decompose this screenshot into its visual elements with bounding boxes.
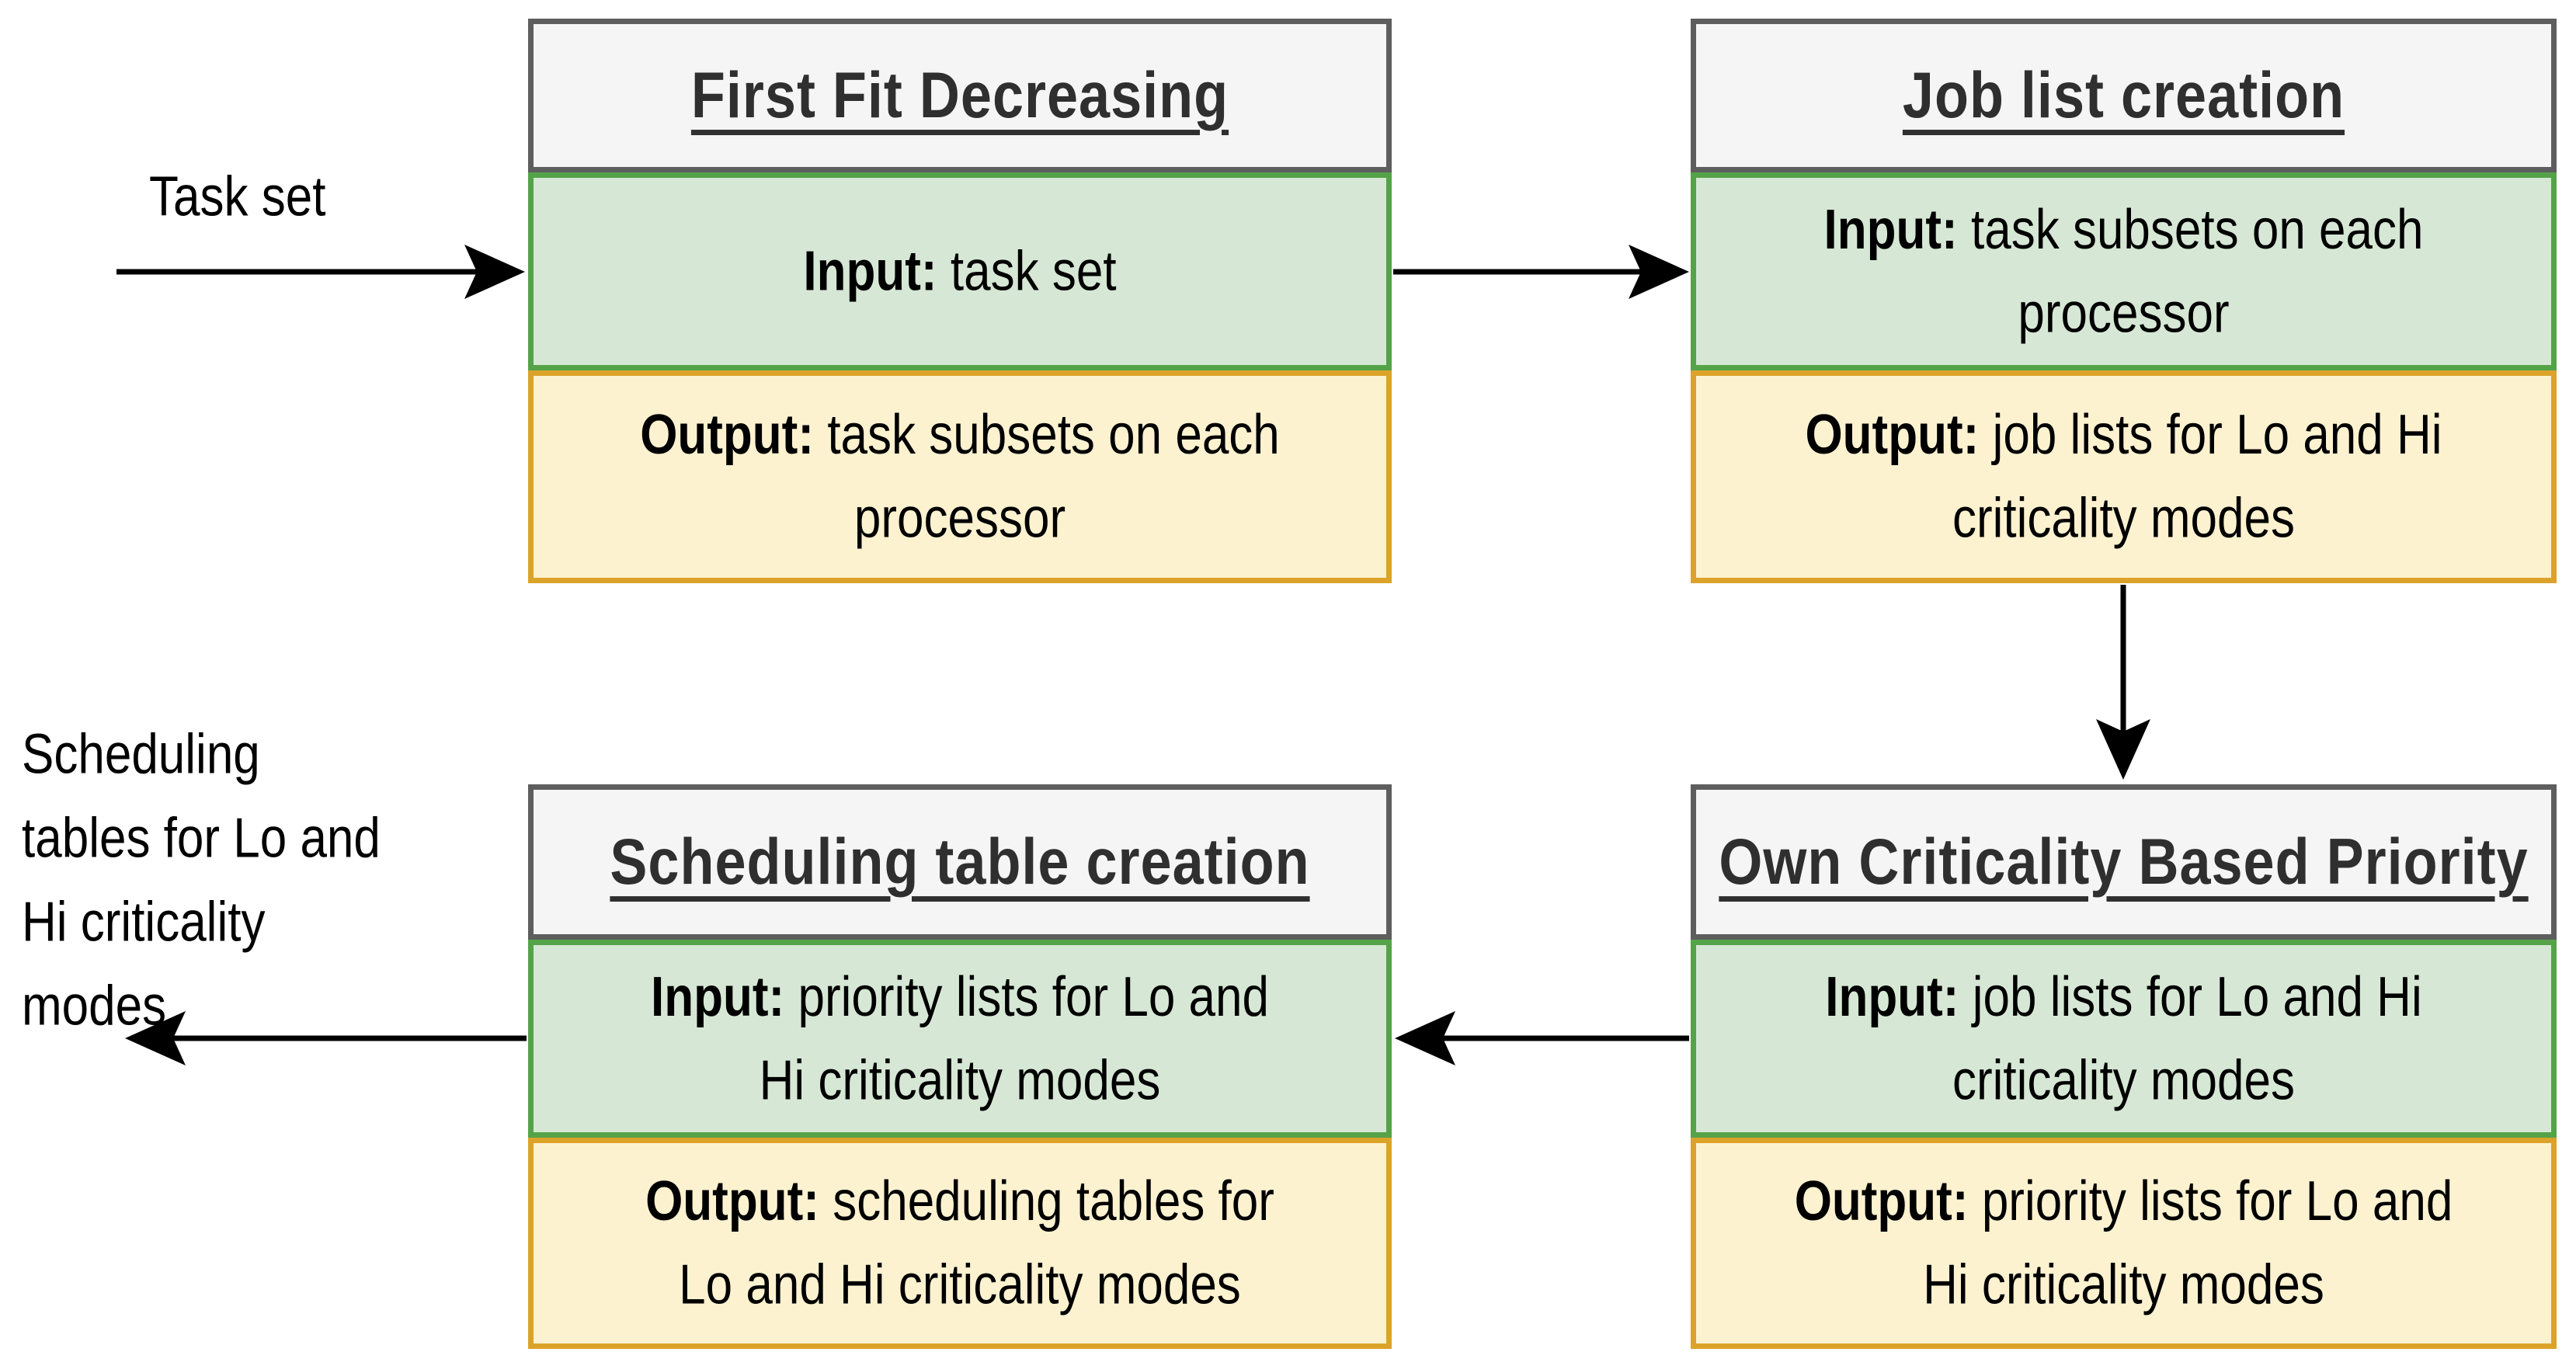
input-value: task subsets on each processor: [1971, 198, 2424, 345]
ffd-to-joblist-arrow-head: [1629, 245, 1689, 299]
box-title: Job list creation: [1902, 59, 2345, 132]
output-label: Output:: [1794, 1170, 1969, 1233]
input-label: Input:: [803, 240, 937, 303]
box-input-section: Input:job lists for Lo and Hi criticalit…: [1691, 940, 2557, 1138]
output-value: job lists for Lo and Hi criticality mode…: [1952, 404, 2442, 550]
box-input-section: Input:task subsets on each processor: [1691, 172, 2557, 370]
input-value: priority lists for Lo and Hi criticality…: [759, 965, 1269, 1112]
output-value: priority lists for Lo and Hi criticality…: [1923, 1170, 2453, 1316]
ffd-to-joblist-arrow: [1393, 245, 1689, 299]
box-output-section: Output:priority lists for Lo and Hi crit…: [1691, 1138, 2557, 1349]
box-input-text: Input:priority lists for Lo and Hi criti…: [624, 955, 1296, 1123]
box-output-section: Output:task subsets on each processor: [528, 370, 1392, 583]
box-header: First Fit Decreasing: [528, 19, 1392, 172]
box-input-section: Input:priority lists for Lo and Hi criti…: [528, 940, 1392, 1138]
scheduling-result-arrow: [125, 1011, 527, 1065]
box-title: First Fit Decreasing: [690, 59, 1229, 132]
input-value: task set: [950, 240, 1117, 303]
ocbp-to-scheduling-arrow: [1395, 1011, 1689, 1065]
box-title: Scheduling table creation: [610, 826, 1310, 899]
task-set-label: Task set: [149, 165, 326, 228]
box-title: Own Criticality Based Priority: [1719, 826, 2529, 899]
box-output-text: Output:task subsets on each processor: [624, 393, 1296, 561]
output-label: Output:: [640, 404, 814, 467]
box-output-text: Output:job lists for Lo and Hi criticali…: [1788, 393, 2460, 561]
box-header: Scheduling table creation: [528, 784, 1392, 940]
ocbp-to-scheduling-arrow-head: [1395, 1011, 1455, 1065]
input-label: Input:: [1823, 198, 1958, 261]
box-first-fit-decreasing: First Fit Decreasing Input:task set Outp…: [528, 19, 1392, 583]
box-header: Job list creation: [1691, 19, 2557, 172]
box-own-criticality-based-priority: Own Criticality Based Priority Input:job…: [1691, 784, 2557, 1349]
box-output-section: Output:job lists for Lo and Hi criticali…: [1691, 370, 2557, 583]
input-label: Input:: [1825, 965, 1959, 1028]
task-set-arrow-head: [464, 245, 525, 299]
task-set-arrow: [116, 245, 525, 299]
box-input-text: Input:job lists for Lo and Hi criticalit…: [1788, 955, 2460, 1123]
box-input-text: Input:task subsets on each processor: [1788, 188, 2460, 356]
output-label: Output:: [1805, 404, 1980, 467]
box-output-text: Output:scheduling tables for Lo and Hi c…: [624, 1159, 1296, 1327]
output-label: Output:: [645, 1170, 819, 1233]
joblist-to-ocbp-arrow: [2096, 585, 2150, 780]
input-value: job lists for Lo and Hi criticality mode…: [1952, 965, 2422, 1112]
box-output-section: Output:scheduling tables for Lo and Hi c…: [528, 1138, 1392, 1349]
output-value: task subsets on each processor: [827, 404, 1280, 550]
box-input-text: Input:task set: [803, 230, 1116, 314]
box-output-text: Output:priority lists for Lo and Hi crit…: [1788, 1159, 2460, 1327]
box-input-section: Input:task set: [528, 172, 1392, 370]
output-value: scheduling tables for Lo and Hi critical…: [679, 1170, 1274, 1316]
scheduling-result-arrow-head: [125, 1011, 186, 1065]
joblist-to-ocbp-arrow-head: [2096, 719, 2150, 780]
input-label: Input:: [651, 965, 785, 1028]
result-label: Scheduling tables for Lo and Hi critical…: [22, 723, 381, 1038]
box-job-list-creation: Job list creation Input:task subsets on …: [1691, 19, 2557, 583]
box-scheduling-table-creation: Scheduling table creation Input:priority…: [528, 784, 1392, 1349]
box-header: Own Criticality Based Priority: [1691, 784, 2557, 940]
